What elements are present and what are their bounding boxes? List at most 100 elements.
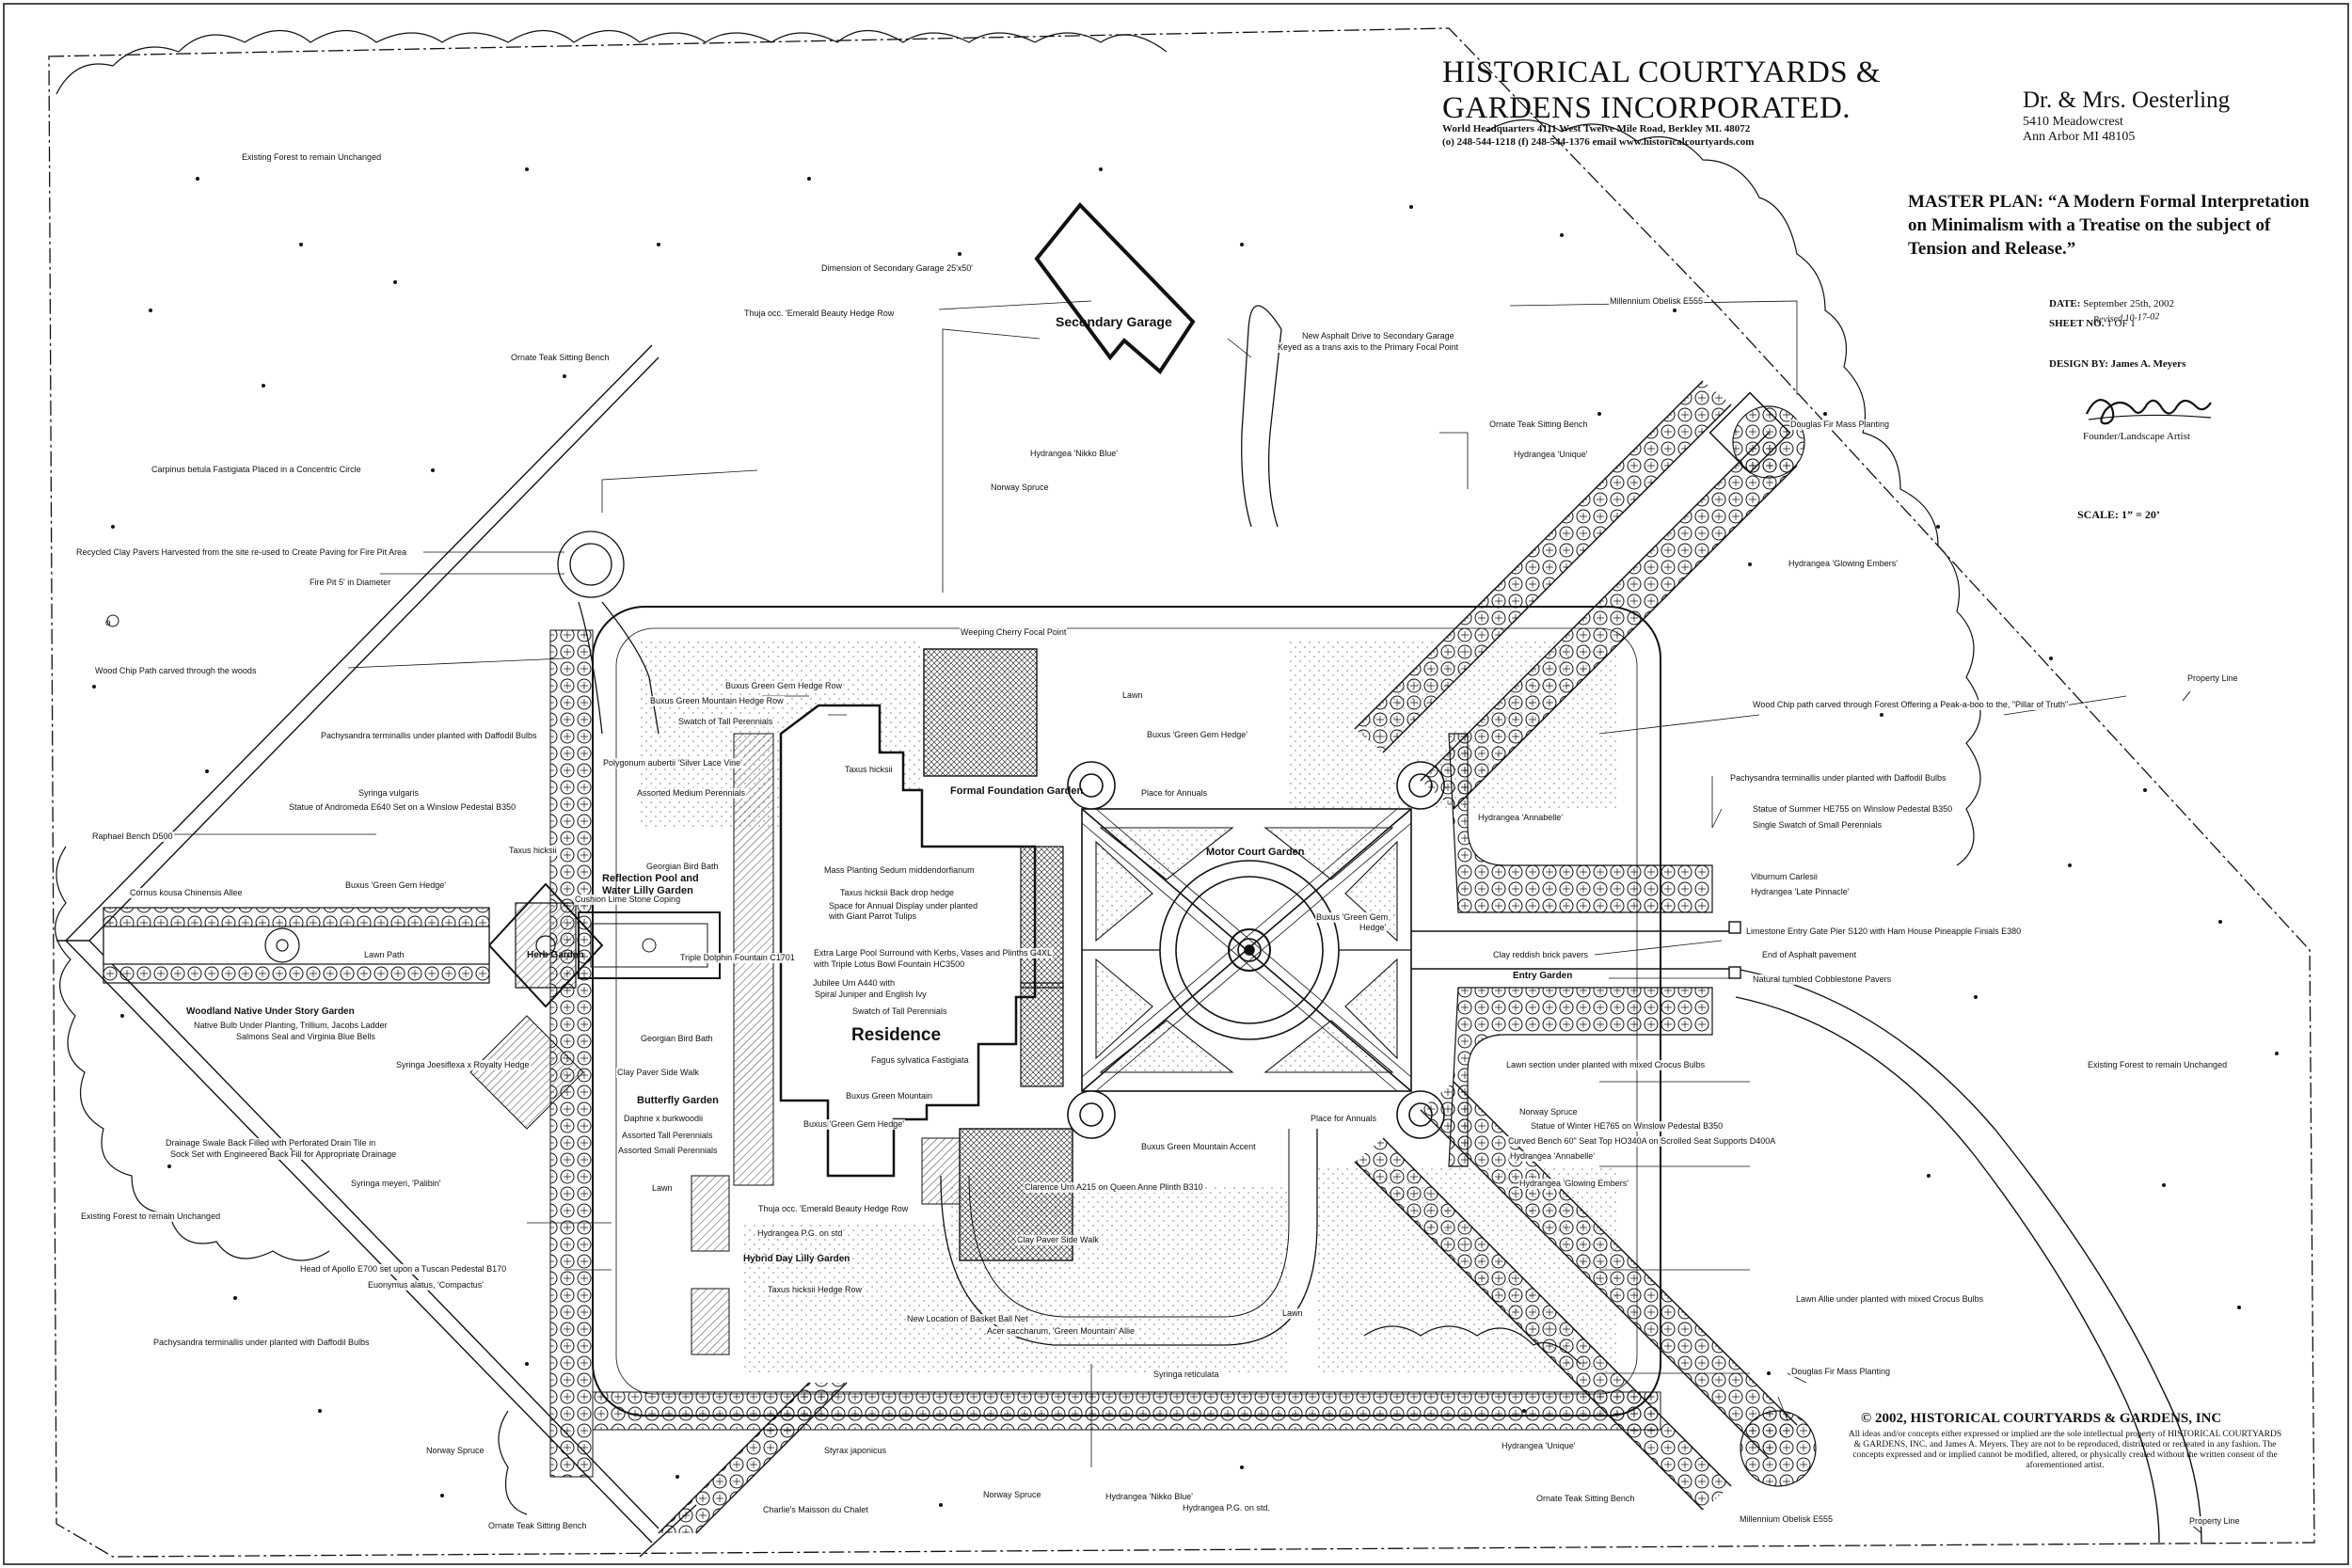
label-teak-top-right: Ornate Teak Sitting Bench [1488, 420, 1589, 430]
label-thuja-low: Thuja occ. 'Emerald Beauty Hedge Row [757, 1204, 910, 1214]
label-carpinus: Carpinus betula Fastigiata Placed in a C… [151, 465, 362, 475]
firm-contact-line: (o) 248-544-1218 (f) 248-544-1376 email … [1442, 136, 1755, 148]
label-jubilee: Jubilee Urn A440 with [812, 978, 897, 989]
label-viburnum: Viburnum Carlesii [1750, 872, 1819, 882]
entry-drive [1411, 921, 2202, 1544]
firm-address: World Headquarters 4111 West Twelve Mile… [1442, 122, 1754, 149]
label-hydrangea-nikko-low: Hydrangea 'Nikko Blue' [1104, 1492, 1194, 1502]
label-buxus-gg-motor-2: Hedge' [1359, 923, 1388, 933]
label-charlies: Charlie's Maisson du Chalet [762, 1505, 869, 1515]
label-place-annuals-bottom: Place for Annuals [1310, 1114, 1378, 1124]
label-syringa-vulgaris: Syringa vulgaris [358, 788, 421, 799]
label-douglas-low: Douglas Fir Mass Planting [1790, 1367, 1892, 1377]
forest-canopy-top [56, 30, 1168, 95]
firm-name: HISTORICAL COURTYARDS & GARDENS INCORPOR… [1442, 55, 1881, 126]
label-fagus: Fagus sylvatica Fastigiata [870, 1055, 970, 1066]
garden-title-herb: Herb Garden [527, 950, 584, 960]
forest-canopy-right [1486, 119, 1981, 866]
label-weeping-cherry: Weeping Cherry Focal Point [960, 627, 1068, 638]
firm-address-line: World Headquarters 4111 West Twelve Mile… [1442, 123, 1751, 135]
lower-sidewalk [940, 1129, 1318, 1346]
reflection-pool [578, 911, 721, 979]
label-existing-forest-right: Existing Forest to remain Unchanged [2087, 1060, 2229, 1070]
label-triple-dolphin: Triple Dolphin Fountain C1701 [679, 953, 796, 963]
label-wood-chip-right: Wood Chip path carved through Forest Off… [1752, 700, 2070, 710]
label-lawn-path: Lawn Path [363, 950, 405, 960]
label-clay-sidewalk-top: Clay Paver Side Walk [616, 1068, 700, 1078]
label-teak-bottom-right: Ornate Teak Sitting Bench [1535, 1494, 1636, 1504]
garden-title-reflection-pool: Reflection Pool and Water Lilly Garden [602, 873, 699, 896]
secondary-drive [1241, 305, 1282, 528]
label-syringa-reticulata: Syringa reticulata [1152, 1370, 1220, 1380]
label-curved-bench: Curved Bench 60" Seat Top HO340A on Scro… [1507, 1136, 1777, 1147]
label-apollo: Head of Apollo E700 set upon a Tuscan Pe… [299, 1264, 508, 1275]
date-label: DATE: [2049, 298, 2081, 309]
label-taxus-backdrop: Taxus hicksii Back drop hedge [839, 888, 956, 898]
secondary-garage-outline [1034, 201, 1196, 375]
label-assorted-medium: Assorted Medium Perennials [636, 788, 747, 799]
firm-name-line1: HISTORICAL COURTYARDS & [1442, 55, 1882, 89]
label-end-asphalt: End of Asphalt pavement [1761, 950, 1858, 960]
label-drainage-2: Sock Set with Engineered Back Fill for A… [169, 1149, 398, 1160]
scale-block: SCALE: 1” = 20’ [2077, 508, 2160, 522]
foundation-bed-right [1020, 846, 1064, 989]
label-thuja-top: Thuja occ. 'Emerald Beauty Hedge Row [743, 309, 896, 319]
label-georgian-mid: Georgian Bird Bath [640, 1034, 714, 1044]
designer-signature [2086, 399, 2212, 425]
label-buxus-gm-accent: Buxus Green Mountain Accent [1140, 1142, 1257, 1152]
label-limestone-pier: Limestone Entry Gate Pier S120 with Ham … [1745, 927, 2023, 937]
residence-outline [779, 704, 1037, 1178]
sheet-label: SHEET NO. [2049, 318, 2105, 329]
label-swatch-tall-mid: Swatch of Tall Perennials [851, 1006, 948, 1017]
garden-title-motor-court: Motor Court Garden [1206, 847, 1305, 858]
label-pachysandra-left-low: Pachysandra terminallis under planted wi… [152, 1338, 371, 1348]
sheet-border [3, 3, 2349, 1565]
label-buxus-gm-mid: Buxus Green Mountain [845, 1091, 934, 1101]
label-jubilee-2: Spiral Juniper and English Ivy [814, 990, 928, 1000]
client-city: Ann Arbor MI 48105 [2023, 130, 2136, 144]
leader-lines [174, 300, 2127, 1467]
motor-court-beds [1095, 827, 1398, 1073]
garden-title-formal-foundation: Formal Foundation Garden [950, 785, 1084, 797]
label-obelisk-bottom: Millennium Obelisk E555 [1739, 1514, 1835, 1525]
label-new-drive: New Asphalt Drive to Secondary Garage [1301, 331, 1455, 341]
client-street: 5410 Meadowcrest [2023, 115, 2123, 129]
label-taxus-hedge-row: Taxus hicksii Hedge Row [767, 1285, 864, 1295]
label-taxus-backdrop-top: Taxus hicksii [844, 765, 894, 775]
client-name: Dr. & Mrs. Oesterling [2023, 87, 2231, 113]
label-hydrangea-unique-top: Hydrangea 'Unique' [1513, 450, 1589, 460]
garden-title-residence: Residence [851, 1025, 942, 1045]
label-hydrangea-unique-low: Hydrangea 'Unique' [1501, 1441, 1577, 1451]
label-clay-sidewalk-low: Clay Paver Side Walk [1016, 1235, 1100, 1245]
label-assorted-tall: Assorted Tall Perennials [621, 1131, 714, 1141]
label-norway-top: Norway Spruce [990, 483, 1050, 493]
label-euonymus: Euonymus alatus, 'Compactus' [367, 1280, 485, 1291]
label-syringa-josee: Syringa Joesiflexa x Royalty Hedge [395, 1060, 531, 1070]
label-polygonum: Polygonum aubertii 'Silver Lace Vine' [602, 758, 743, 768]
label-recycled-clay: Recycled Clay Pavers Harvested from the … [75, 547, 408, 558]
label-buxus-gg-res: Buxus 'Green Gem Hedge' [803, 1119, 905, 1130]
label-pachysandra-left-top: Pachysandra terminallis under planted wi… [320, 731, 538, 741]
svg-text:o: o [105, 618, 111, 628]
label-lawn-allie: Lawn Allie under planted with mixed Croc… [1795, 1294, 1985, 1305]
label-hydrangea-annabelle-low: Hydrangea 'Annabelle' [1509, 1151, 1596, 1162]
copyright-text: All ideas and/or concepts either express… [1848, 1430, 2282, 1470]
label-lotus: with Triple Lotus Bowl Fountain HC3500 [813, 959, 966, 970]
label-fire-pit: Fire Pit 5' in Diameter [309, 578, 392, 588]
label-clarence: Clarence Urn A215 on Queen Anne Plinth B… [1024, 1182, 1204, 1193]
label-basket-ball: New Location of Basket Ball Net [906, 1314, 1029, 1324]
label-lawn-low: Lawn [1281, 1308, 1304, 1319]
sheet-value: 1 OF 1 [2106, 318, 2136, 329]
label-douglas-top: Douglas Fir Mass Planting [1789, 420, 1891, 430]
label-space-annual: Space for Annual Display under planted [828, 901, 979, 911]
firm-name-line2: GARDENS INCORPORATED. [1442, 91, 1851, 125]
label-norway-right: Norway Spruce [1518, 1107, 1579, 1117]
master-plan-title: MASTER PLAN: “A Modern Formal Interpreta… [1908, 192, 2310, 259]
label-existing-forest-left: Existing Forest to remain Unchanged [80, 1212, 222, 1222]
label-drainage: Drainage Swale Back Filled with Perforat… [165, 1138, 377, 1148]
label-buxus-gm-row: Buxus Green Mountain Hedge Row [649, 696, 785, 706]
label-andromeda: Statue of Andromeda E640 Set on a Winslo… [288, 802, 517, 813]
label-glowing-low: Hydrangea 'Glowing Embers' [1518, 1179, 1629, 1189]
label-buxus-gg-hedge-top: Buxus 'Green Gem Hedge' [1146, 730, 1248, 740]
label-hydrangea-late: Hydrangea 'Late Pinnacle' [1750, 887, 1851, 897]
